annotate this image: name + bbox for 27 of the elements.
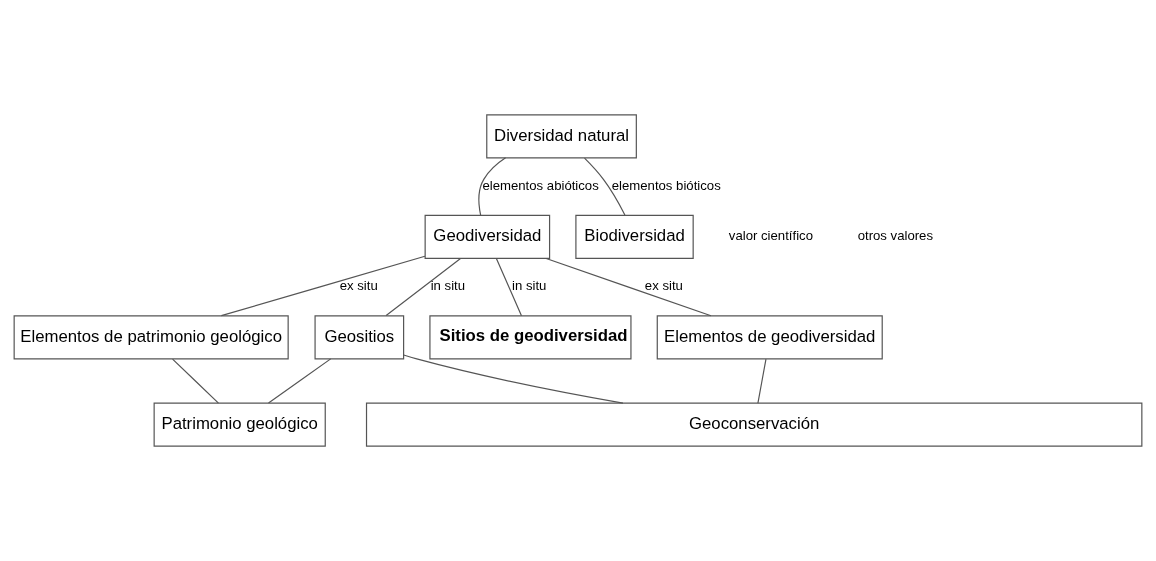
- connector: [385, 258, 462, 317]
- node-box: Patrimonio geológico: [153, 402, 326, 447]
- label: otros valores: [857, 228, 934, 244]
- edge-label: in situ: [430, 278, 466, 294]
- connector: [495, 258, 523, 317]
- node-box: Geositios: [314, 315, 405, 360]
- connector: [220, 255, 426, 317]
- node-box: Elementos de geodiversidad: [656, 315, 883, 360]
- connector: [267, 358, 332, 404]
- connector: [583, 157, 626, 216]
- connector: [172, 358, 220, 404]
- edge-label: in situ: [512, 278, 547, 294]
- edge-label: elementos abióticos: [482, 177, 599, 193]
- connector: [478, 157, 507, 216]
- edge-label: ex situ: [644, 278, 683, 294]
- edge-label: elementos bióticos: [611, 177, 721, 193]
- node-box: Geodiversidad: [424, 214, 551, 259]
- node-box: Diversidad natural: [486, 114, 637, 159]
- node-box: Sitios de geodiversidad: [429, 315, 632, 360]
- node-box: Elementos de patrimonio geológico: [13, 315, 289, 360]
- connector: [545, 257, 712, 317]
- node-box: Biodiversidad: [575, 214, 694, 259]
- edge-label: ex situ: [339, 278, 378, 294]
- connector: [403, 354, 624, 404]
- connector: [757, 358, 767, 404]
- label: valor científico: [728, 228, 813, 244]
- node-box: Geoconservación: [365, 402, 1143, 447]
